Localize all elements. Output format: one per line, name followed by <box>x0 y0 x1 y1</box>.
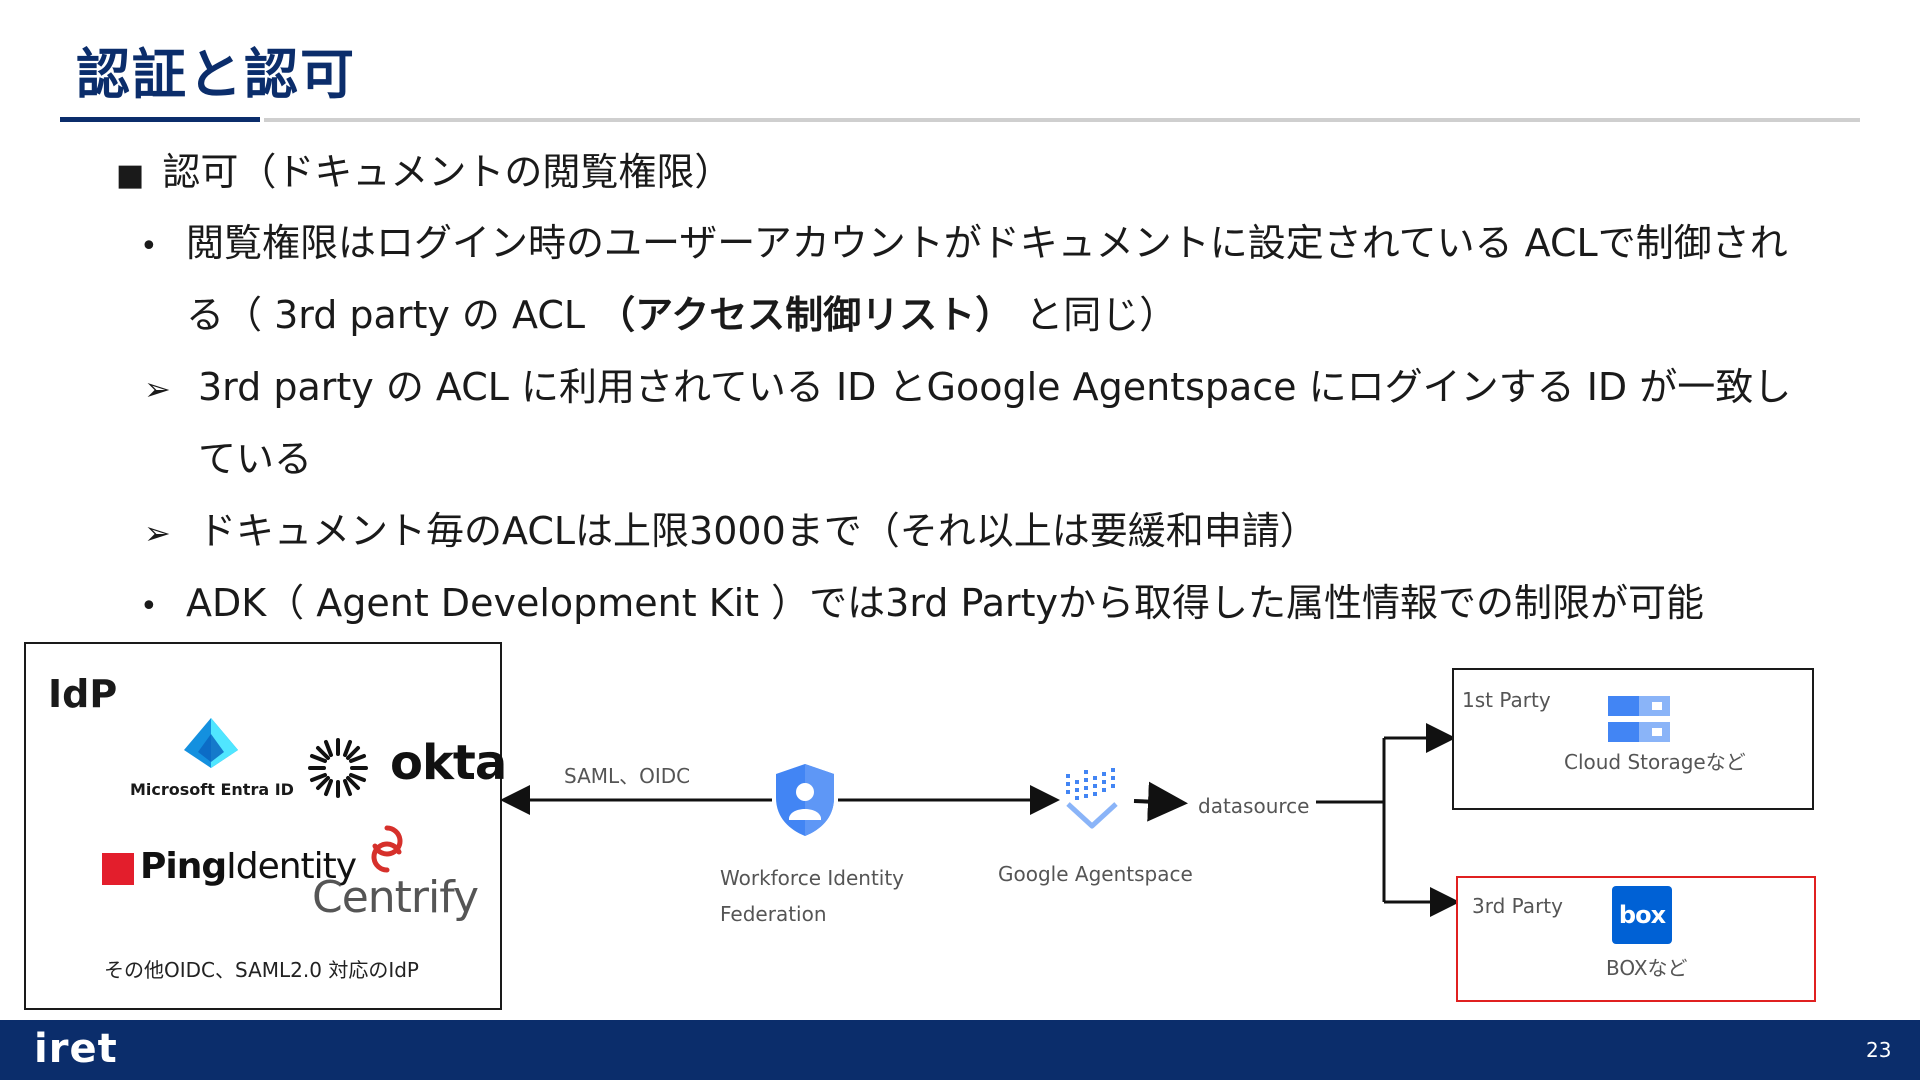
box-logo-icon: box <box>1612 886 1672 944</box>
centrify-logo-icon <box>371 825 403 873</box>
dot-bullet-icon: • <box>140 229 158 264</box>
bullet-item-1: • 閲覧権限はログイン時のユーザーアカウントがドキュメントに設定されている ACL… <box>140 218 1788 272</box>
workforce-identity-shield-icon <box>776 764 834 836</box>
google-agentspace-icon <box>1066 768 1118 829</box>
sub-item-2: ➢ ドキュメント毎のACLは上限3000まで（それ以上は要緩和申請） <box>144 506 1318 558</box>
square-bullet-icon: ■ <box>116 158 145 193</box>
section-heading: ■ 認可（ドキュメントの閲覧権限） <box>116 147 732 201</box>
sub-item-1-line-2: ている <box>198 437 313 481</box>
title-underline-accent <box>60 117 260 122</box>
footer-bar <box>0 1020 1920 1080</box>
dot-bullet-icon: • <box>140 589 158 624</box>
ping-identity-logo-icon <box>102 853 134 885</box>
page-number: 23 <box>1866 1038 1892 1062</box>
sub-item-1: ➢ 3rd party の ACL に利用されている ID とGoogle Age… <box>144 362 1791 414</box>
ping-identity-logo-text: PingIdentity <box>140 846 357 887</box>
title-underline <box>264 118 1860 122</box>
idp-title: IdP <box>48 672 118 716</box>
idp-panel <box>24 642 502 1010</box>
section-heading-text: 認可（ドキュメントの閲覧権限） <box>162 150 733 194</box>
bullet-item-1-line-1: 閲覧権限はログイン時のユーザーアカウントがドキュメントに設定されている ACLで… <box>186 221 1788 265</box>
third-party-caption: BOXなど <box>1606 956 1688 980</box>
sub-item-1-line-1: 3rd party の ACL に利用されている ID とGoogle Agen… <box>198 365 1792 409</box>
arrow-bullet-icon: ➢ <box>144 370 171 408</box>
sub-item-2-text: ドキュメント毎のACLは上限3000まで（それ以上は要緩和申請） <box>198 509 1318 553</box>
acl-definition: （アクセス制御リスト） <box>597 293 1014 337</box>
agentspace-to-datasource-connector <box>1133 781 1188 822</box>
protocol-label: SAML、OIDC <box>564 764 691 788</box>
third-party-label: 3rd Party <box>1472 894 1563 918</box>
bullet-item-2: • ADK（ Agent Development Kit ）では3rd Party… <box>140 578 1704 632</box>
agentspace-label: Google Agentspace <box>998 862 1193 886</box>
wif-label-line-2: Federation <box>720 902 827 926</box>
first-party-label: 1st Party <box>1462 688 1551 712</box>
arrow-bullet-icon: ➢ <box>144 514 171 552</box>
centrify-logo-text: Centrify <box>312 872 479 923</box>
datasource-label: datasource <box>1198 794 1310 818</box>
bullet-item-2-text: ADK（ Agent Development Kit ）では3rd Partyか… <box>186 581 1704 625</box>
slide-title: 認証と認可 <box>76 43 356 106</box>
starburst-logo-icon <box>308 738 368 798</box>
bullet-item-1-line-2: る（ 3rd party の ACL （アクセス制御リスト） と同じ） <box>186 293 1178 337</box>
okta-logo-text: okta <box>390 735 507 791</box>
cloud-storage-icon <box>1608 696 1670 742</box>
iret-logo: iret <box>34 1026 118 1072</box>
microsoft-entra-logo-icon <box>184 718 238 768</box>
first-party-caption: Cloud Storageなど <box>1564 750 1746 774</box>
idp-caption: その他OIDC、SAML2.0 対応のIdP <box>104 958 419 982</box>
entra-logo-text: Microsoft Entra ID <box>130 780 294 799</box>
wif-label-line-1: Workforce Identity <box>720 866 905 890</box>
